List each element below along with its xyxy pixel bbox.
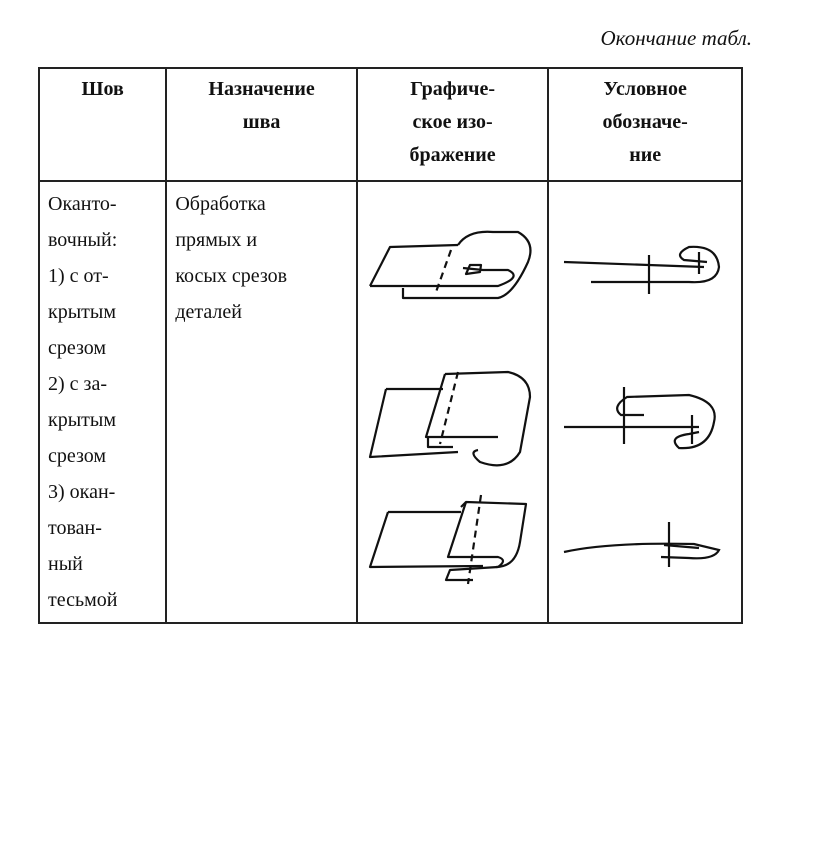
header-text: ское изо- xyxy=(412,111,493,133)
graphic-cell xyxy=(355,180,550,624)
cell-text: 3) окан- xyxy=(48,481,116,503)
cell-text: 1) с от- xyxy=(48,265,109,287)
header-text: Шов xyxy=(81,78,124,100)
cell-text: срезом xyxy=(48,337,107,359)
open-edge-seam-symbol xyxy=(564,245,721,294)
cell-text: 2) с за- xyxy=(48,373,107,395)
header-text: ние xyxy=(629,144,662,166)
header-seam: Шов xyxy=(37,67,168,182)
header-text: Графиче- xyxy=(410,78,495,100)
purpose-cell: Обработка прямых и косых срезов деталей xyxy=(165,180,358,624)
table-caption: Окончание табл. xyxy=(600,26,752,50)
closed-edge-seam-drawing xyxy=(368,370,531,467)
tape-bound-seam-drawing xyxy=(368,494,527,585)
table-row: Оканто- вочный: 1) с от- крытым срезом 2… xyxy=(37,180,743,624)
tape-bound-seam-symbol xyxy=(564,522,721,567)
header-symbol: Условное обозначе-ние xyxy=(547,67,743,182)
cell-text: крытым xyxy=(48,301,116,323)
header-graphic: Графиче-ское изо-бражение xyxy=(355,67,550,182)
header-text: Назначение xyxy=(208,78,315,100)
cell-text: тесьмой xyxy=(48,589,118,611)
cell-text: срезом xyxy=(48,445,107,467)
symbol-cell xyxy=(547,180,743,624)
cell-text: вочный: xyxy=(48,229,118,251)
cell-text: крытым xyxy=(48,409,116,431)
cell-text: деталей xyxy=(175,301,242,323)
closed-edge-seam-symbol xyxy=(564,387,717,450)
header-purpose: Назначение шва xyxy=(165,67,358,182)
header-text: Условное xyxy=(603,78,687,100)
header-row: Шов Назначение шва Графиче-ское изо-браже… xyxy=(37,67,743,182)
seam-symbols xyxy=(564,245,721,567)
cell-text: косых срезов xyxy=(175,265,288,287)
header-text: шва xyxy=(242,111,281,133)
seam-cell: Оканто- вочный: 1) с от- крытым срезом 2… xyxy=(37,180,168,624)
header-text: обозначе- xyxy=(602,111,688,133)
cell-text: Обработка xyxy=(175,193,266,215)
seam-drawings xyxy=(368,230,532,585)
cell-text: прямых и xyxy=(175,229,258,251)
cell-text: ный xyxy=(48,553,83,575)
cell-text: Оканто- xyxy=(48,193,117,215)
header-text: бражение xyxy=(409,144,496,166)
seam-table: Шов Назначение шва Графиче-ское изо-браже… xyxy=(37,67,743,624)
open-edge-seam-drawing xyxy=(368,230,532,300)
cell-text: тован- xyxy=(48,517,102,539)
